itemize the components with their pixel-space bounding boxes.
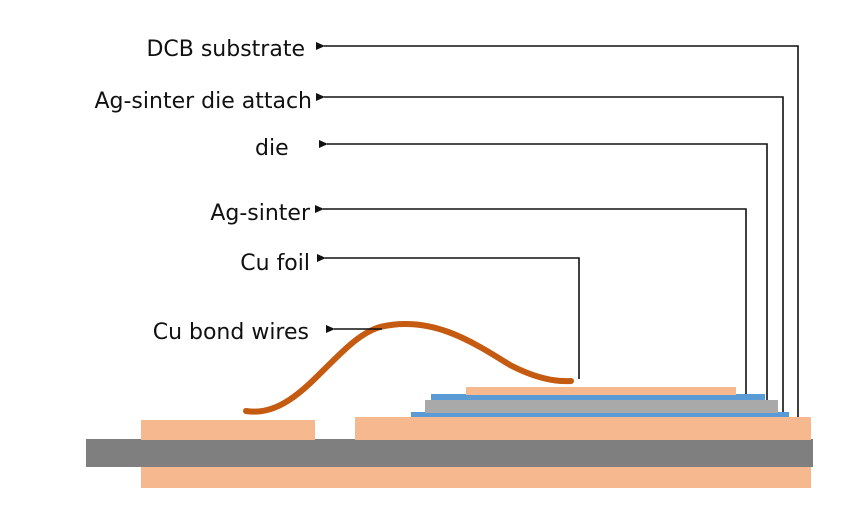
leader-ag-sinter (315, 205, 747, 394)
leader-lines (315, 42, 799, 417)
label-cu-bond-wires: Cu bond wires (153, 320, 309, 345)
ag-sinter-layer (431, 394, 765, 400)
dcb-ceramic (86, 439, 813, 467)
dcb-top-copper-right (355, 417, 811, 440)
cu-bond-wire (243, 320, 574, 415)
layer-stack (86, 320, 813, 488)
label-die: die (255, 136, 289, 161)
label-cu-foil: Cu foil (240, 251, 310, 276)
dcb-top-copper-left (141, 420, 315, 440)
die-attach-sinter-layer (411, 412, 789, 417)
label-dcb-substrate: DCB substrate (146, 37, 305, 62)
leader-cu-foil (317, 254, 580, 379)
label-ag-sinter: Ag-sinter (210, 201, 311, 226)
dcb-bottom-copper (141, 466, 811, 488)
die-layer (425, 400, 778, 413)
cu-foil-layer (466, 387, 736, 395)
leader-ag-sinter-die-attach (316, 93, 784, 412)
leader-dcb-substrate (316, 42, 799, 417)
label-ag-sinter-die-attach: Ag-sinter die attach (94, 89, 312, 114)
labels: DCB substrate Ag-sinter die attach die A… (94, 37, 312, 345)
leader-die (319, 140, 768, 400)
